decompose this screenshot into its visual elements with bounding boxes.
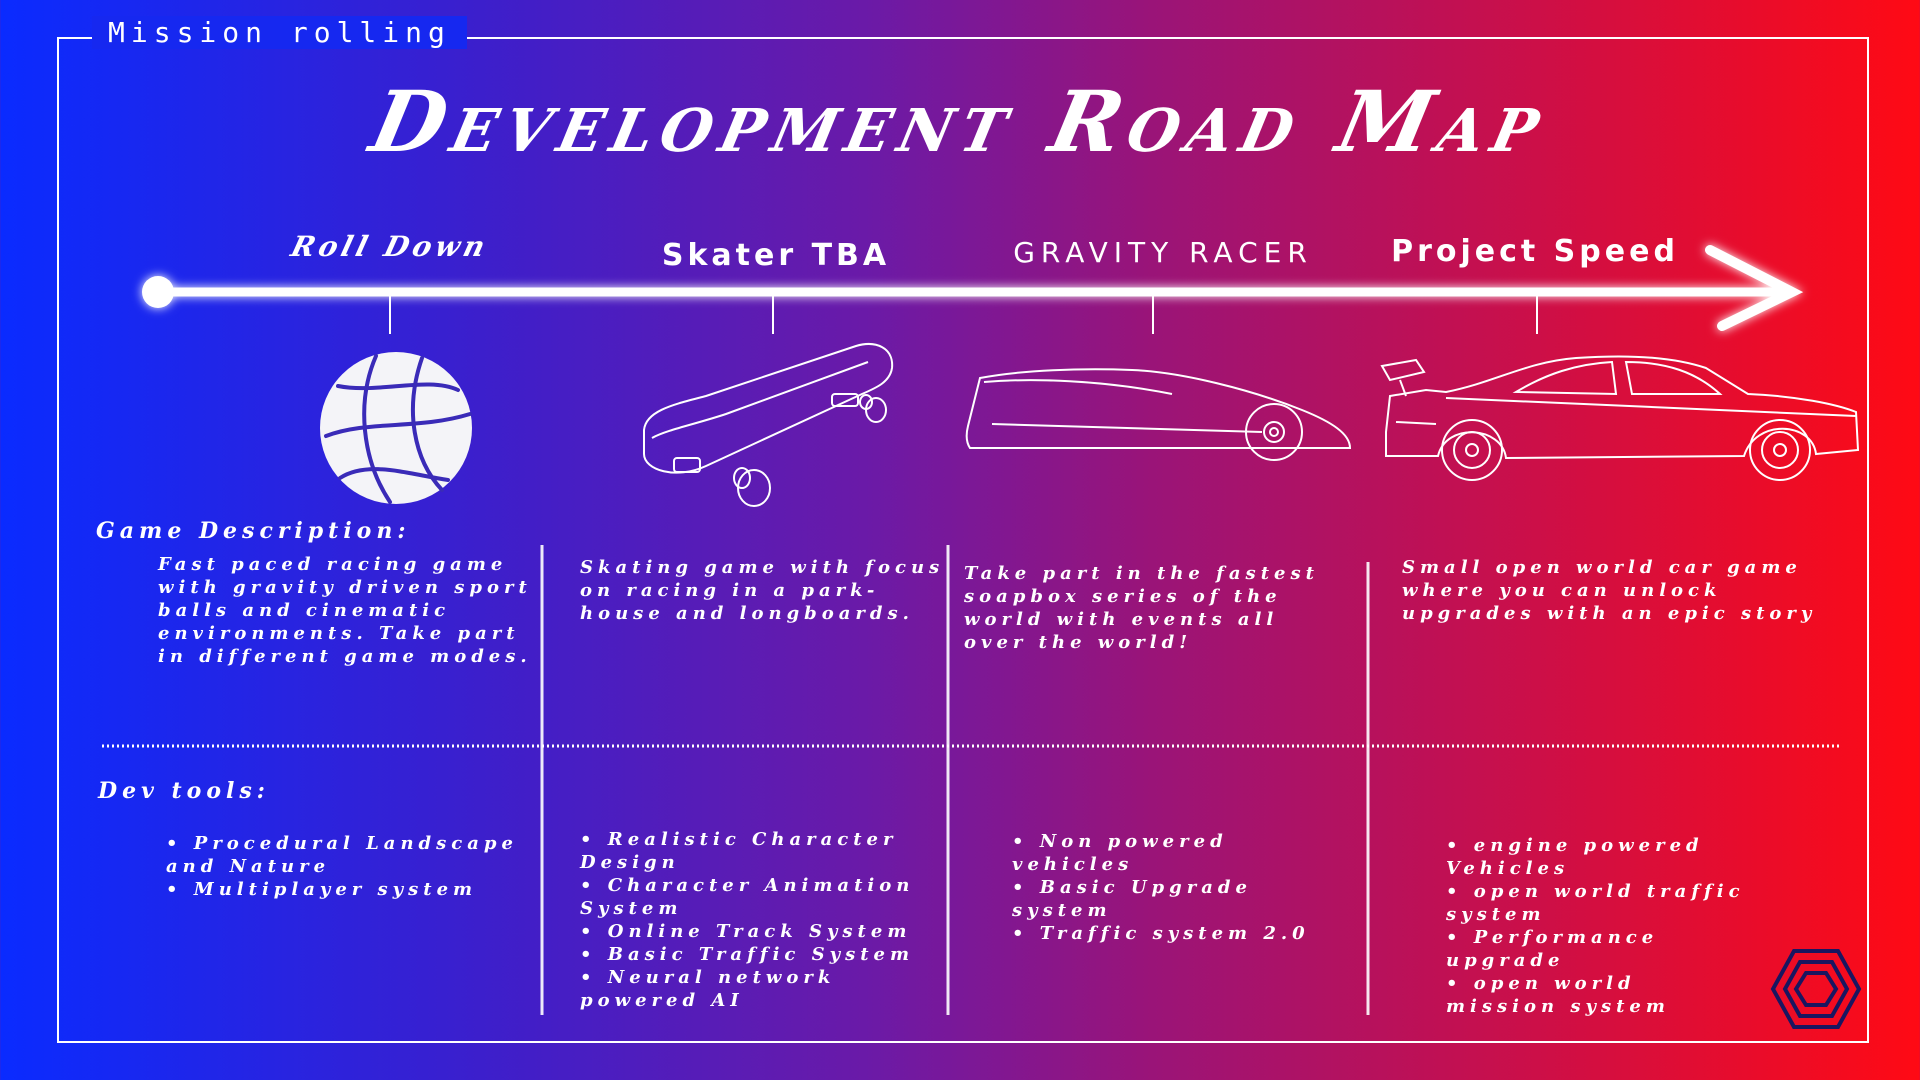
project-description: Skating game with focus on racing in a p…: [580, 557, 945, 624]
list-item: Multiplayer system: [166, 878, 546, 901]
list-item: Neural network powered AI: [580, 966, 950, 1012]
list-item: Non powered vehicles: [1012, 830, 1332, 876]
list-item: Basic Upgrade system: [1012, 876, 1332, 922]
dev-tools-list: Non powered vehicles Basic Upgrade syste…: [1012, 830, 1332, 945]
list-item: engine powered Vehicles: [1446, 834, 1746, 880]
page-title: Development Road Map: [362, 72, 1558, 171]
soapbox-racer-icon: [965, 368, 1352, 461]
dev-tools-list: Procedural Landscape and Nature Multipla…: [166, 832, 546, 901]
list-item: Online Track System: [580, 920, 950, 943]
list-item: open world traffic system: [1446, 880, 1746, 926]
hexagon-logo-icon: [1770, 949, 1862, 1029]
basketball-icon: [320, 352, 472, 504]
project-description: Take part in the fastest soapbox series …: [964, 563, 1319, 653]
project-description: Fast paced racing game with gravity driv…: [158, 554, 532, 667]
list-item: open world mission system: [1446, 972, 1746, 1018]
project-name-roll-down: Roll Down: [287, 230, 493, 263]
content-frame: [57, 37, 1869, 1043]
dev-tools-list: engine powered Vehicles open world traff…: [1446, 834, 1746, 1018]
list-item: Procedural Landscape and Nature: [166, 832, 546, 878]
list-item: Realistic Character Design: [580, 828, 950, 874]
list-item: Performance upgrade: [1446, 926, 1746, 972]
skateboard-icon: [643, 343, 894, 507]
project-description: Small open world car game where you can …: [1402, 557, 1817, 624]
dev-tools-list: Realistic Character Design Character Ani…: [580, 828, 950, 1012]
sports-car-icon: [1380, 355, 1860, 481]
list-item: Character Animation System: [580, 874, 950, 920]
mission-tag: Mission rolling: [92, 16, 467, 49]
list-item: Traffic system 2.0: [1012, 922, 1332, 945]
project-name-skater: Skater TBA: [661, 238, 891, 273]
project-name-gravity-racer: GRAVITY RACER: [1013, 236, 1313, 269]
game-description-label: Game Description:: [96, 518, 411, 544]
project-name-project-speed: Project Speed: [1391, 234, 1679, 269]
dev-tools-label: Dev tools:: [98, 778, 270, 804]
list-item: Basic Traffic System: [580, 943, 950, 966]
